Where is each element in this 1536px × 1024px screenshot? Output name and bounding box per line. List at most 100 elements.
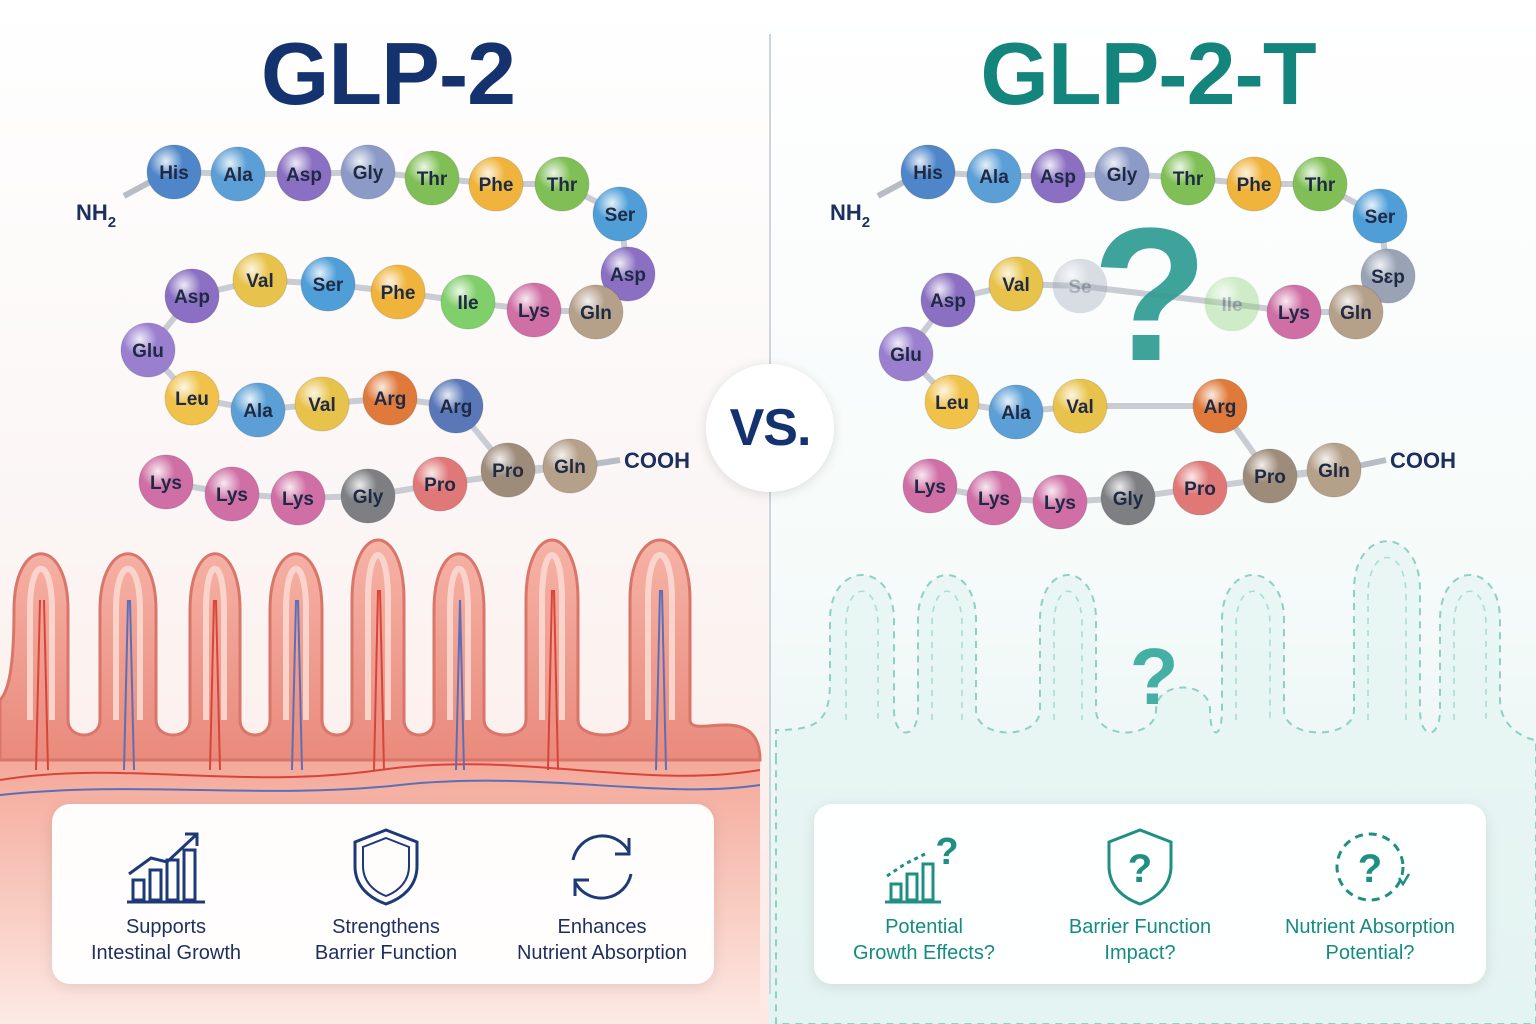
amino-acid-label: Asp bbox=[930, 291, 966, 312]
amino-acid-bead: Val bbox=[232, 252, 288, 308]
amino-acid-bead: Sɛp bbox=[1360, 248, 1416, 304]
c-terminus-label: COOH bbox=[624, 448, 690, 473]
villi-inner-lining bbox=[27, 552, 675, 720]
amino-acid-bead: Arg bbox=[428, 378, 484, 434]
villi-question-mark: ? bbox=[1130, 632, 1179, 721]
amino-acid-label: Lys bbox=[150, 473, 182, 494]
amino-acid-label: His bbox=[913, 163, 943, 184]
amino-acid-label: Lys bbox=[1044, 493, 1076, 514]
amino-acid-label: Leu bbox=[175, 389, 209, 410]
amino-acid-bead: Gly bbox=[1100, 470, 1156, 526]
amino-acid-bead: Phe bbox=[1226, 156, 1282, 212]
amino-acid-label: His bbox=[159, 163, 189, 184]
terminus-bond bbox=[593, 457, 621, 467]
amino-acid-label: Asp bbox=[610, 265, 646, 286]
svg-text:?: ? bbox=[1128, 847, 1152, 891]
amino-acid-bead: Se bbox=[1052, 258, 1108, 314]
amino-acid-bead: Gln bbox=[1328, 284, 1384, 340]
amino-acid-bead: Ala bbox=[988, 384, 1044, 440]
amino-acid-bead: Thr bbox=[534, 156, 590, 212]
amino-acid-bead: Val bbox=[294, 376, 350, 432]
amino-acid-label: Pro bbox=[424, 475, 456, 496]
amino-acid-label: Pro bbox=[1254, 467, 1286, 488]
amino-acid-label: Val bbox=[1002, 275, 1029, 296]
amino-acid-bead: His bbox=[146, 144, 202, 200]
amino-acid-label: Arg bbox=[374, 389, 407, 410]
amino-acid-bead: Lys bbox=[902, 458, 958, 514]
dashed-circle-question-icon: ? bbox=[1335, 832, 1411, 902]
amino-acid-label: Asp bbox=[174, 287, 210, 308]
amino-acid-bead: Ile bbox=[440, 274, 496, 330]
amino-acid-label: Pro bbox=[492, 461, 524, 482]
amino-acid-bead: Ser bbox=[1352, 188, 1408, 244]
amino-acid-bead: Arg bbox=[1192, 378, 1248, 434]
amino-acid-label: Glu bbox=[132, 341, 164, 362]
amino-acid-label: Pro bbox=[1184, 479, 1216, 500]
amino-acid-bead: Lys bbox=[1266, 284, 1322, 340]
n-terminus-label: NH2 bbox=[76, 200, 116, 231]
amino-acid-label: Ser bbox=[313, 275, 344, 296]
amino-acid-label: Asp bbox=[286, 165, 322, 186]
amino-acid-bead: Ala bbox=[210, 146, 266, 202]
n-terminus-label: NH2 bbox=[830, 200, 870, 231]
amino-acid-bead: Lys bbox=[270, 470, 326, 526]
amino-acid-label: Thr bbox=[417, 169, 448, 190]
amino-acid-label: Lys bbox=[1278, 303, 1310, 324]
big-question-mark: ? bbox=[1092, 189, 1208, 401]
amino-acid-label: Thr bbox=[1305, 175, 1336, 196]
amino-acid-label: Ala bbox=[223, 165, 253, 186]
amino-acid-bead: Phe bbox=[468, 156, 524, 212]
amino-acid-bead: Lys bbox=[1032, 474, 1088, 530]
amino-acid-bead: Asp bbox=[1030, 148, 1086, 204]
shield-question-icon: ? bbox=[1107, 828, 1173, 906]
villi-shape bbox=[0, 538, 762, 762]
amino-acid-label: Thr bbox=[547, 175, 578, 196]
amino-acid-bead: Val bbox=[1052, 378, 1108, 434]
amino-acid-bead: Lys bbox=[204, 466, 260, 522]
amino-acid-bead: Phe bbox=[370, 264, 426, 320]
amino-acid-label: Ile bbox=[1221, 295, 1242, 316]
amino-acid-label: Lys bbox=[282, 489, 314, 510]
amino-acid-label: Se bbox=[1068, 277, 1091, 298]
amino-acid-label: Asp bbox=[1040, 167, 1076, 188]
amino-acid-bead: His bbox=[900, 144, 956, 200]
amino-acid-bead: Ala bbox=[230, 382, 286, 438]
amino-acid-label: Phe bbox=[381, 283, 416, 304]
glp2t-title: GLP-2-T bbox=[980, 24, 1316, 123]
glp2-title: GLP-2 bbox=[260, 24, 516, 123]
amino-acid-bead: Ile bbox=[1204, 276, 1260, 332]
villi-blood-vessels bbox=[0, 589, 761, 796]
amino-acid-bead: Glu bbox=[120, 322, 176, 378]
vs-badge: VS. bbox=[706, 364, 834, 492]
amino-acid-label: Ala bbox=[979, 167, 1009, 188]
amino-acid-label: Val bbox=[1066, 397, 1093, 418]
amino-acid-bead: Gly bbox=[340, 144, 396, 200]
amino-acid-label: Gln bbox=[580, 303, 612, 324]
amino-acid-bead: Glu bbox=[878, 326, 934, 382]
cycle-arrows-icon bbox=[571, 834, 633, 900]
amino-acid-bead: Pro bbox=[1242, 448, 1298, 504]
amino-acid-label: Leu bbox=[935, 393, 969, 414]
amino-acid-bead: Leu bbox=[164, 370, 220, 426]
amino-acid-bead: Gln bbox=[542, 438, 598, 494]
amino-acid-bead: Thr bbox=[1160, 150, 1216, 206]
amino-acid-label: Val bbox=[246, 271, 273, 292]
amino-acid-label: Ile bbox=[457, 293, 478, 314]
terminus-bond bbox=[876, 179, 906, 199]
amino-acid-bead: Thr bbox=[1292, 156, 1348, 212]
amino-acid-bead: Asp bbox=[600, 246, 656, 302]
amino-acid-label: Gln bbox=[1340, 303, 1372, 324]
amino-acid-label: Lys bbox=[216, 485, 248, 506]
